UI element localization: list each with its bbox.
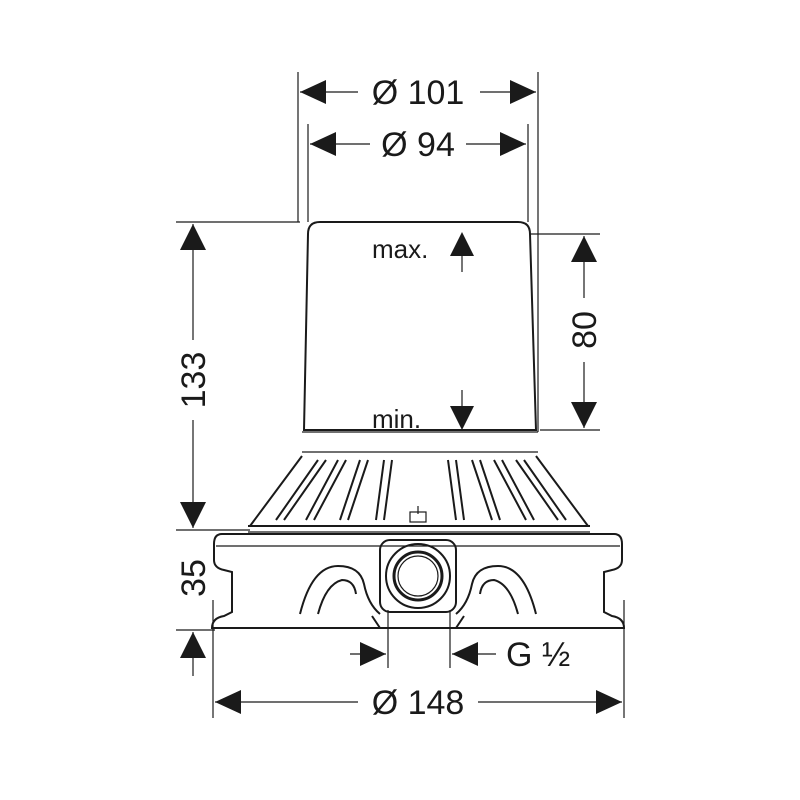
max-marker: max. xyxy=(372,232,474,272)
max-label: max. xyxy=(372,234,428,264)
dimension-connection-label: G ½ xyxy=(506,636,570,674)
dimension-inner-diameter: Ø 94 xyxy=(310,126,526,164)
dimension-depth-range-label: 80 xyxy=(566,311,604,349)
dimension-base-height-label: 35 xyxy=(175,559,213,597)
extension-lines xyxy=(176,72,625,718)
dimension-base-diameter: Ø 148 xyxy=(215,684,622,722)
min-marker: min. xyxy=(372,390,474,434)
dimension-total-height-label: 133 xyxy=(175,352,213,409)
dimension-base-diameter-label: Ø 148 xyxy=(372,684,465,722)
dimension-connection: G ½ xyxy=(350,636,570,674)
base-body xyxy=(210,533,626,629)
min-label: min. xyxy=(372,404,421,434)
cylinder-cap xyxy=(302,221,538,453)
dimension-inner-diameter-label: Ø 94 xyxy=(381,126,455,164)
dimension-outer-diameter: Ø 101 xyxy=(300,74,536,112)
dimension-depth-range: 80 xyxy=(566,236,604,428)
dimension-total-height: 133 xyxy=(175,224,213,528)
connection-port xyxy=(379,539,457,613)
dimension-base-height: 35 xyxy=(175,559,213,676)
ribbed-skirt xyxy=(248,455,590,533)
dimension-outer-diameter-label: Ø 101 xyxy=(372,74,465,112)
